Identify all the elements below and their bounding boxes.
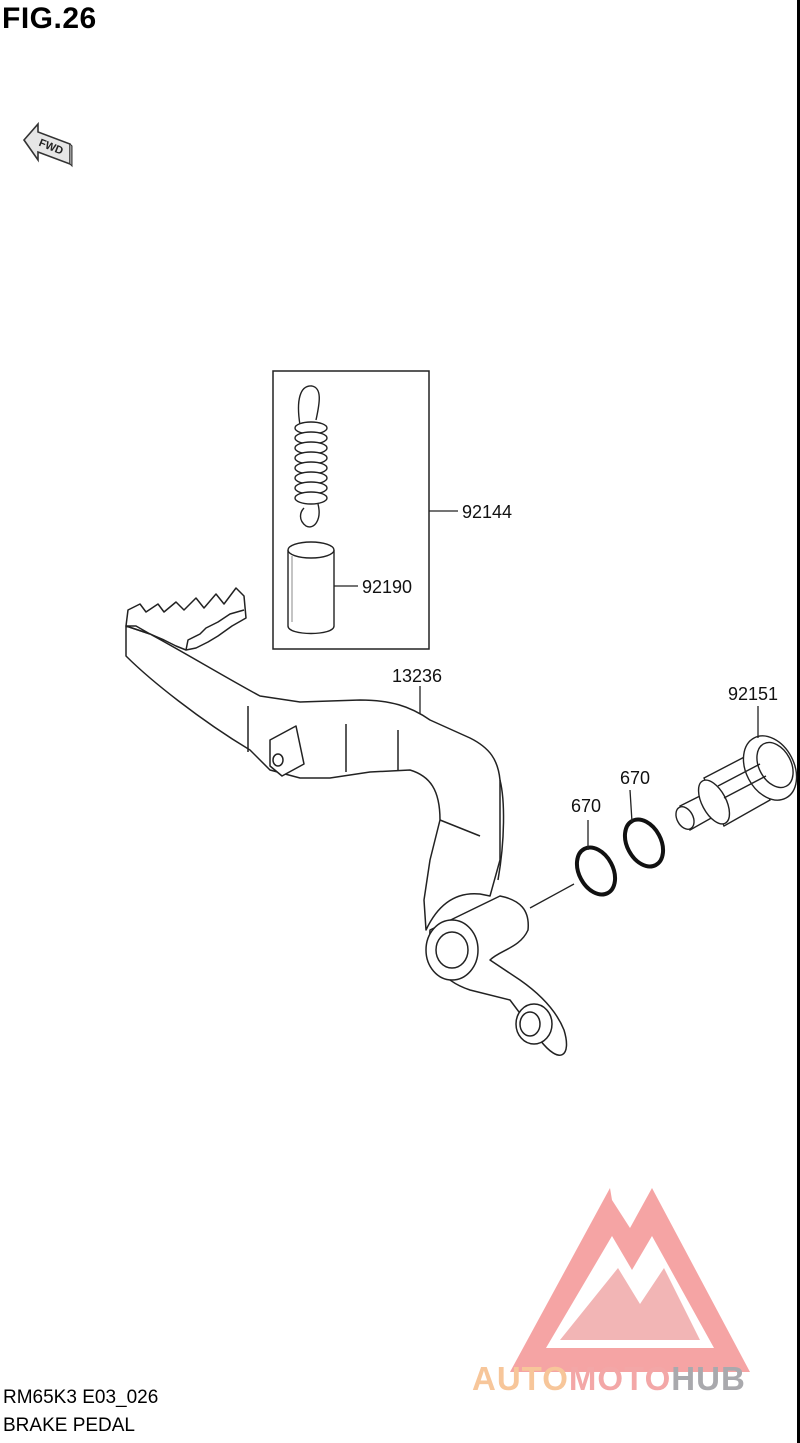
model-code: RM65K3 E03_026: [3, 1387, 159, 1408]
pivot-sleeve: [287, 541, 335, 635]
section-name: BRAKE PEDAL: [3, 1415, 135, 1436]
return-spring: [294, 385, 328, 528]
pivot-bolt: [675, 735, 798, 831]
watermark-logo-icon: [510, 1188, 750, 1372]
figure-title: FIG.26: [2, 2, 97, 35]
leader-lines: [334, 510, 759, 909]
o-ring-inner: [574, 845, 618, 897]
watermark-part-hub: HUB: [671, 1360, 746, 1397]
callout-670-inner: 670: [571, 796, 601, 816]
callout-13236: 13236: [392, 666, 442, 686]
o-ring-outer: [622, 817, 666, 869]
page-border: [797, 0, 800, 1443]
callout-92151: 92151: [728, 684, 778, 704]
watermark-part-moto: MOTO: [568, 1360, 672, 1397]
brake-pedal-lever: [125, 587, 568, 1056]
callout-92190: 92190: [362, 577, 412, 597]
callout-92144: 92144: [462, 502, 512, 522]
callout-670-outer: 670: [620, 768, 650, 788]
watermark-wordmark: AUTOMOTOHUB: [472, 1360, 746, 1398]
watermark-part-auto: AUTO: [472, 1360, 569, 1397]
fwd-arrow-icon: FWD: [22, 121, 73, 168]
kit-group-box: [272, 370, 430, 650]
